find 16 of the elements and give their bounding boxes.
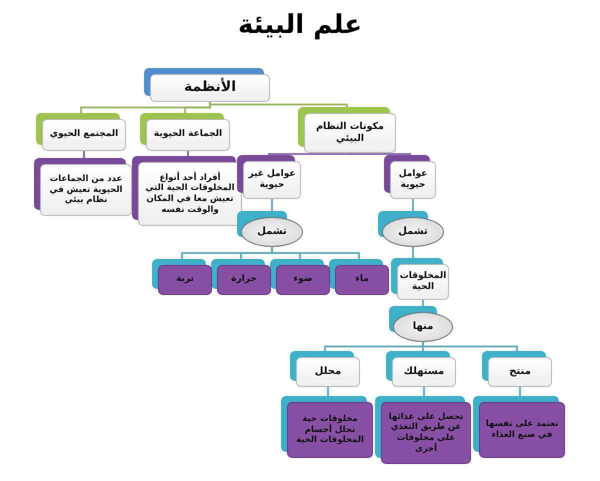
connector [412,199,414,211]
connector [83,151,85,158]
title: علم البيئة [236,10,364,40]
connector [422,300,424,306]
connector [324,342,424,351]
connector [80,102,211,113]
connector [271,199,273,211]
connector [327,387,329,396]
connector [519,387,521,396]
connector [181,247,273,259]
connector [187,151,189,156]
connector [412,247,414,258]
connector [349,152,411,156]
connector [268,152,351,156]
connector [209,102,348,107]
connector [423,387,425,396]
